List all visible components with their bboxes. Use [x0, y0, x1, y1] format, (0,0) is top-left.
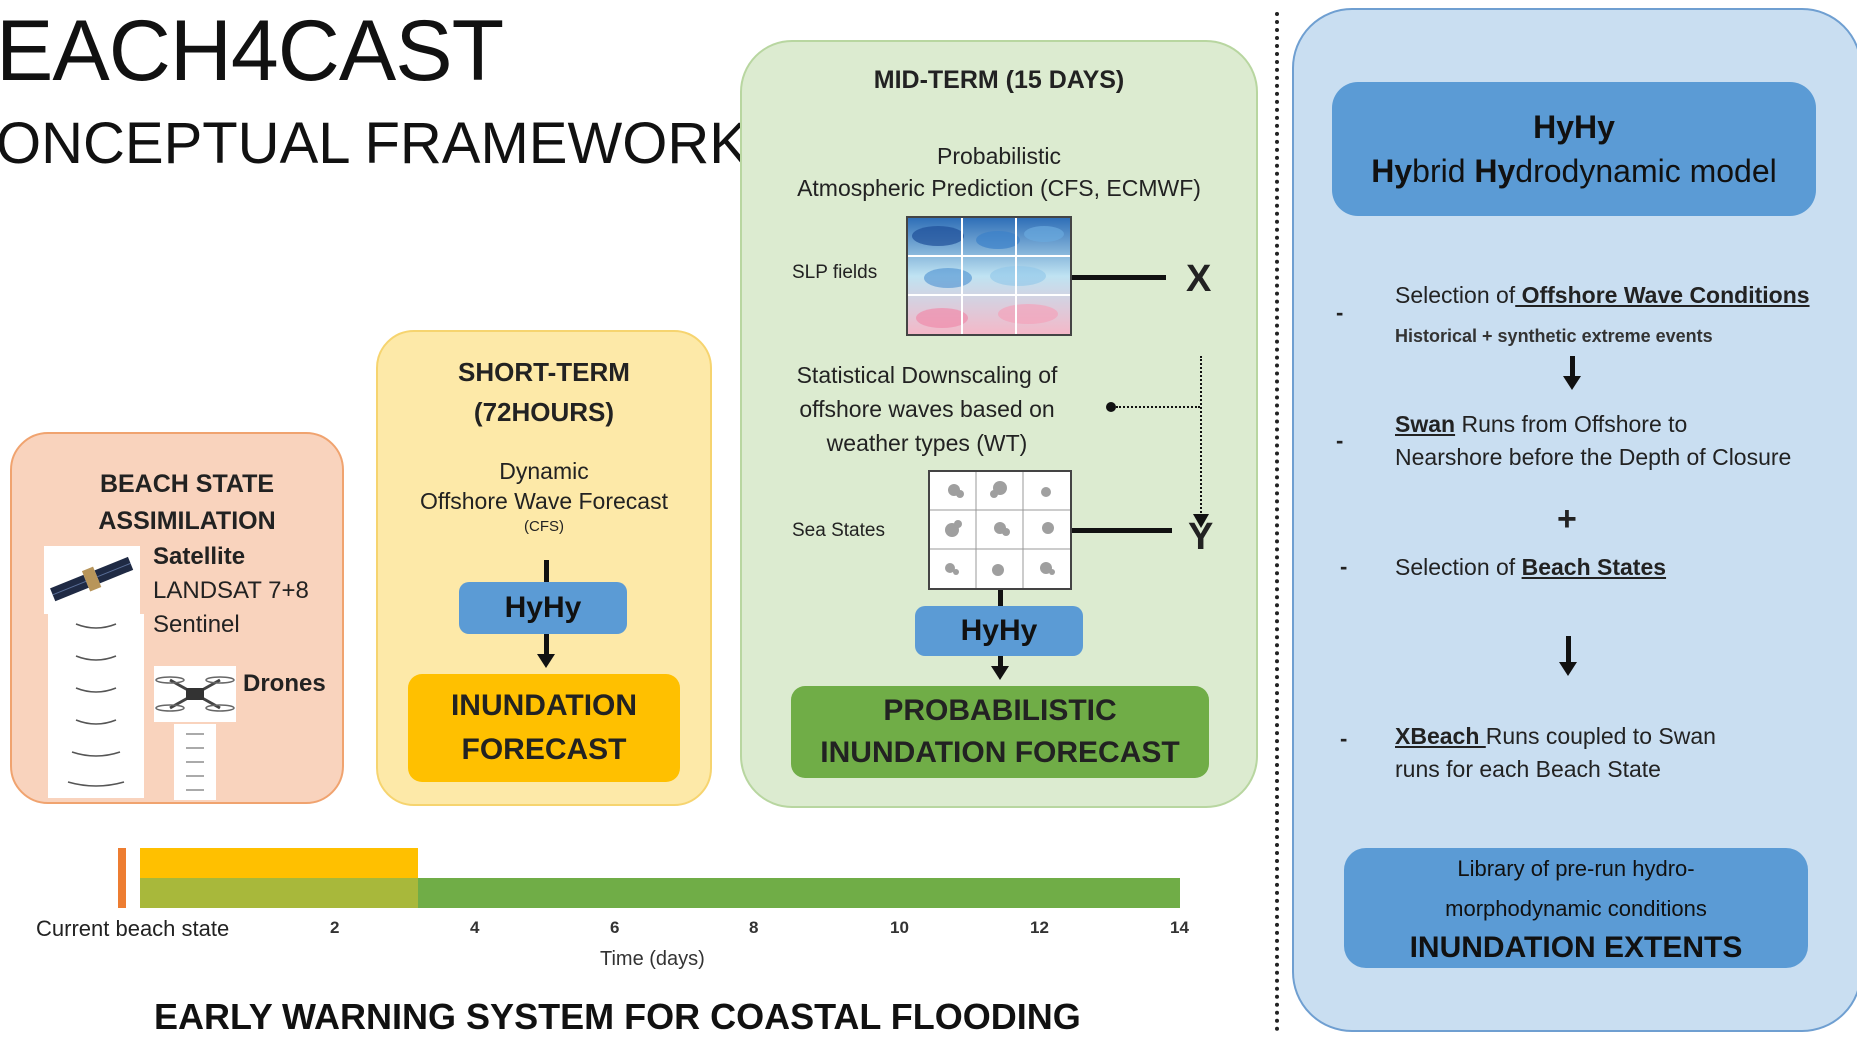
- step1-arrow-head: [1563, 376, 1581, 390]
- tick-label: 6: [610, 918, 620, 937]
- short-term-description: Dynamic Offshore Wave Forecast (CFS): [420, 458, 668, 535]
- downscaling-dotted-v: [1200, 356, 1202, 516]
- sea-states-label: Sea States: [792, 520, 885, 541]
- time-axis-label: Time (days): [600, 948, 705, 970]
- short-term-title: SHORT-TERM (72HOURS): [458, 357, 630, 427]
- footer-title: EARLY WARNING SYSTEM FOR COASTAL FLOODIN…: [154, 996, 1081, 1037]
- mid-term-title: MID-TERM (15 DAYS): [873, 66, 1125, 94]
- satellite-beam: [48, 614, 144, 798]
- step1-text: Selection of Offshore Wave Conditions: [1395, 282, 1810, 308]
- step4-text: XBeach Runs coupled to Swan runs for eac…: [1395, 723, 1716, 782]
- slp-fields-image: [906, 216, 1072, 336]
- current-beach-state-label: Current beach state: [36, 916, 230, 941]
- x-label: X: [1186, 258, 1212, 300]
- current-state-marker: [118, 848, 126, 908]
- drones-label: Drones: [243, 670, 326, 697]
- short-term-hyhy-box: HyHy: [459, 582, 627, 634]
- panel-divider: [1275, 12, 1279, 1032]
- hyhy-header-box: HyHy Hybrid Hydrodynamic model: [1332, 82, 1816, 216]
- mid-term-panel: [740, 40, 1258, 808]
- step1-arrow: [1570, 356, 1575, 378]
- library-box: Library of pre-run hydro- morphodynamic …: [1344, 848, 1808, 968]
- mid-term-description: Probabilistic Atmospheric Prediction (CF…: [797, 143, 1201, 201]
- short-term-connector: [544, 560, 549, 582]
- downscaling-description: Statistical Downscaling of offshore wave…: [796, 362, 1058, 456]
- sea-states-image: [928, 470, 1072, 590]
- short-term-arrow-head: [537, 654, 555, 668]
- step3-arrow-head: [1559, 662, 1577, 676]
- step2-text: Swan Runs from Offshore to Nearshore bef…: [1395, 411, 1792, 470]
- drone-icon: [154, 666, 236, 722]
- tick-label: 14: [1170, 918, 1189, 937]
- satellite-icon: [44, 546, 140, 614]
- app-subtitle: ONCEPTUAL FRAMEWORK: [0, 111, 748, 176]
- tick-label: 10: [890, 918, 909, 937]
- step3-bullet: -: [1340, 554, 1348, 579]
- beach-state-title: BEACH STATE ASSIMILATION: [98, 470, 276, 535]
- mid-term-arrow-head: [991, 666, 1009, 680]
- step1-bullet: -: [1336, 300, 1344, 325]
- app-title: EACH4CAST: [0, 3, 504, 99]
- mid-term-hyhy-box: HyHy: [915, 606, 1083, 656]
- tick-label: 12: [1030, 918, 1049, 937]
- slp-fields-label: SLP fields: [792, 262, 878, 283]
- satellite-info: Satellite LANDSAT 7+8 Sentinel: [153, 543, 309, 638]
- downscaling-dot: [1106, 402, 1116, 412]
- y-label: Y: [1188, 516, 1214, 558]
- x-connector-line: [1072, 275, 1166, 280]
- step3-arrow: [1566, 636, 1571, 664]
- step4-bullet: -: [1340, 726, 1348, 751]
- mid-term-arrow: [998, 656, 1003, 668]
- step3-text: Selection of Beach States: [1395, 554, 1667, 580]
- plus-sign: +: [1557, 500, 1577, 538]
- step2-bullet: -: [1336, 428, 1344, 453]
- short-term-arrow: [544, 634, 549, 656]
- step1-subtext: Historical + synthetic extreme events: [1395, 326, 1713, 346]
- tick-label: 2: [330, 918, 340, 937]
- tick-label: 8: [749, 918, 759, 937]
- y-connector-line: [1072, 528, 1172, 533]
- overlap-timeline-bar: [140, 878, 418, 908]
- downscaling-dotted-arrow: [1193, 514, 1209, 528]
- mid-term-connector: [998, 590, 1003, 608]
- tick-label: 4: [470, 918, 480, 937]
- downscaling-dotted-h: [1116, 406, 1200, 408]
- drone-beam: [174, 724, 216, 800]
